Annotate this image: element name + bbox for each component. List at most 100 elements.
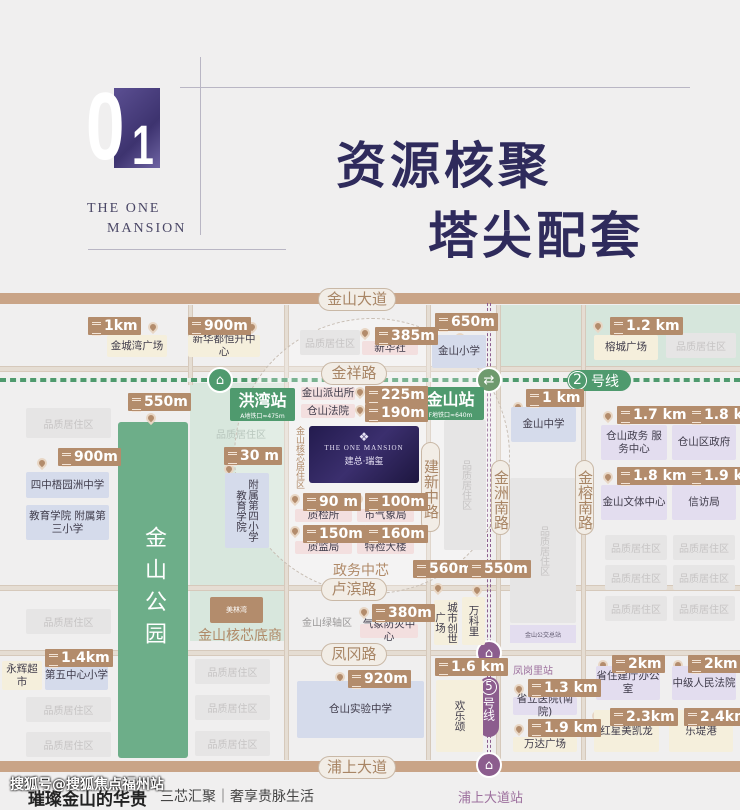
residential-block: 品质居住区 xyxy=(26,609,111,634)
distance-badge: 1.4km xyxy=(45,649,113,668)
residential-block: 品质居住区 xyxy=(673,565,735,590)
poi-name[interactable]: 教育学院 附属第三小学 xyxy=(26,505,109,540)
distance-badge: 2.4km xyxy=(684,708,740,727)
residential-block: 品质居住区 xyxy=(195,731,270,756)
poi-name[interactable]: 附属第四小学 教育学院 xyxy=(225,473,269,548)
distance-badge: 90 m xyxy=(303,493,361,512)
residential-block: 品质居住区 xyxy=(26,408,111,438)
line-5-number: 5 xyxy=(481,679,497,695)
title-line-1: 资源核聚 xyxy=(336,136,552,195)
poi-name[interactable]: 质监局 xyxy=(295,541,352,554)
label-jinrong-road: 金榕南路 xyxy=(575,460,594,535)
section-number-big: 0 xyxy=(86,73,124,180)
poi-name[interactable]: 信访局 xyxy=(672,485,736,520)
label-jinshan-avenue: 金山大道 xyxy=(318,288,396,311)
distance-badge: 1.9 km xyxy=(528,719,601,738)
residential-block: 品质居住区 xyxy=(666,333,736,358)
poi-name[interactable]: 榕城广场 xyxy=(594,335,658,360)
poi-name[interactable]: 新华都恒升中心 xyxy=(188,333,260,358)
distance-badge: 1km xyxy=(88,317,141,336)
poi-name[interactable]: 欢乐颂 xyxy=(436,680,483,752)
metro-station-icon-pushang[interactable]: ⌂ xyxy=(476,752,502,778)
metro-station-icon-jinshan[interactable]: ⇄ xyxy=(476,367,502,393)
residential-block: 品质居住区 xyxy=(195,695,270,720)
distance-badge: 1 km xyxy=(526,389,584,408)
station-jinshan-exit: F地铁口≈640m xyxy=(428,412,473,419)
poi-name[interactable]: 金山文体中心 xyxy=(601,485,667,520)
divider-top xyxy=(180,87,690,88)
residential-block: 品质居住区 xyxy=(605,596,667,621)
distance-badge: 30 m xyxy=(224,447,282,466)
station-jinshan[interactable]: 金山站 F地铁口≈640m xyxy=(417,387,484,420)
poi-name[interactable]: 质检所 xyxy=(295,509,352,522)
residential-block: 品质居住区 xyxy=(673,596,735,621)
station-pushang: 浦上大道站 xyxy=(458,791,524,806)
poi-name[interactable]: 气象防灾中心 xyxy=(360,618,418,643)
poi-name[interactable]: 特检大楼 xyxy=(357,541,414,554)
distance-badge: 1.3 km xyxy=(528,679,601,698)
poi-name[interactable]: 金山小学 xyxy=(432,335,486,368)
residential-block: 品质居住区 xyxy=(605,565,667,590)
distance-badge: 1.6 km xyxy=(435,658,508,677)
distance-badge-hongwan: 550m xyxy=(128,393,191,412)
poi-name[interactable]: 仓山实验中学 xyxy=(297,681,424,738)
station-hongwan[interactable]: 洪湾站 A地铁口≈475m xyxy=(230,388,295,421)
poi-name[interactable]: 金城湾广场 xyxy=(107,335,167,357)
section-number: 0 1 xyxy=(86,73,161,180)
station-hongwan-name: 洪湾站 xyxy=(238,391,287,410)
poi-name[interactable]: 万科里 xyxy=(462,597,485,645)
poi-name[interactable]: 省立医院(南院) xyxy=(513,693,577,718)
residential-label: 品质居住区 xyxy=(216,430,266,441)
poi-name[interactable]: 第五中心小学 xyxy=(45,661,108,690)
distance-badge: 1.9 km xyxy=(688,467,740,486)
section-number-small: 1 xyxy=(132,113,154,176)
poi-name[interactable]: 金山派出所 xyxy=(301,387,355,400)
line-5-label: 号线 xyxy=(481,697,496,721)
line-2-number: 2 xyxy=(568,371,587,390)
project-name-en: THE ONE MANSION xyxy=(324,444,404,452)
divider-bottom xyxy=(88,249,286,250)
jinshan-park: 金山公园 xyxy=(118,422,188,758)
poi-name[interactable]: 万达广场 xyxy=(513,737,577,752)
station-fenggangli: 凤岗里站 xyxy=(513,666,553,677)
label-jinxiang-road: 金祥路 xyxy=(321,362,387,385)
poi-name[interactable]: 金山中学 xyxy=(511,407,576,442)
project-logo-icon: ❖ xyxy=(358,430,370,444)
label-jinzhou-road: 金洲南路 xyxy=(491,460,510,535)
poi-name[interactable]: 城市创世广场 xyxy=(434,600,458,645)
distance-badge: 900m xyxy=(58,448,121,467)
residential-block: 品质居住区 xyxy=(444,420,486,550)
residential-block: 品质居住区 xyxy=(195,659,270,684)
poi-name[interactable]: 永辉超市 xyxy=(2,661,42,690)
distance-badge: 1.2 km xyxy=(610,317,683,336)
poi-name[interactable]: 仓山政务 服务中心 xyxy=(601,425,667,460)
label-green-axis: 金山绿轴区 xyxy=(302,618,352,629)
line-2-label: 号线 xyxy=(591,373,619,390)
label-gov-core: 政务中芯 xyxy=(333,563,389,579)
poi-name[interactable]: 市气象局 xyxy=(357,509,414,522)
poi-name[interactable]: 仓山区政府 xyxy=(672,425,736,460)
label-core-residential: 金山核芯居住区 xyxy=(294,426,304,489)
divider-vertical xyxy=(200,57,201,235)
footer-slogan: 三芯汇聚｜奢享贵脉生活 xyxy=(160,789,314,805)
residential-block: 品质居住区 xyxy=(605,535,667,560)
project-card[interactable]: ❖ THE ONE MANSION 建总·瑞玺 xyxy=(309,426,419,483)
brand-text: THE ONE MANSION xyxy=(87,199,186,239)
brand-line-2: MANSION xyxy=(107,221,187,236)
label-pushang-avenue: 浦上大道 xyxy=(318,756,396,779)
bus-terminal: 金山公交总站 xyxy=(510,625,576,643)
line-5-badge: 5 号线 xyxy=(479,677,499,737)
poi-name[interactable]: 四中梧园洲中学 xyxy=(26,472,109,498)
distance-badge: 560m xyxy=(413,560,476,579)
project-name-cn: 建总·瑞玺 xyxy=(344,457,384,467)
poi-name[interactable]: 省住建厅办公室 xyxy=(596,666,660,700)
poi-name[interactable]: 仓山法院 xyxy=(301,404,355,418)
distance-badge: 2.3km xyxy=(610,708,678,727)
station-jinshan-name: 金山站 xyxy=(426,390,475,409)
title-line-2: 塔尖配套 xyxy=(428,206,644,265)
distance-badge: 1.8 km xyxy=(617,467,690,486)
residential-block: 品质居住区 xyxy=(510,478,576,623)
distance-badge: 385m xyxy=(375,327,438,346)
distance-badge: 190m xyxy=(365,404,428,423)
metro-station-icon-hongwan[interactable]: ⌂ xyxy=(207,367,233,393)
